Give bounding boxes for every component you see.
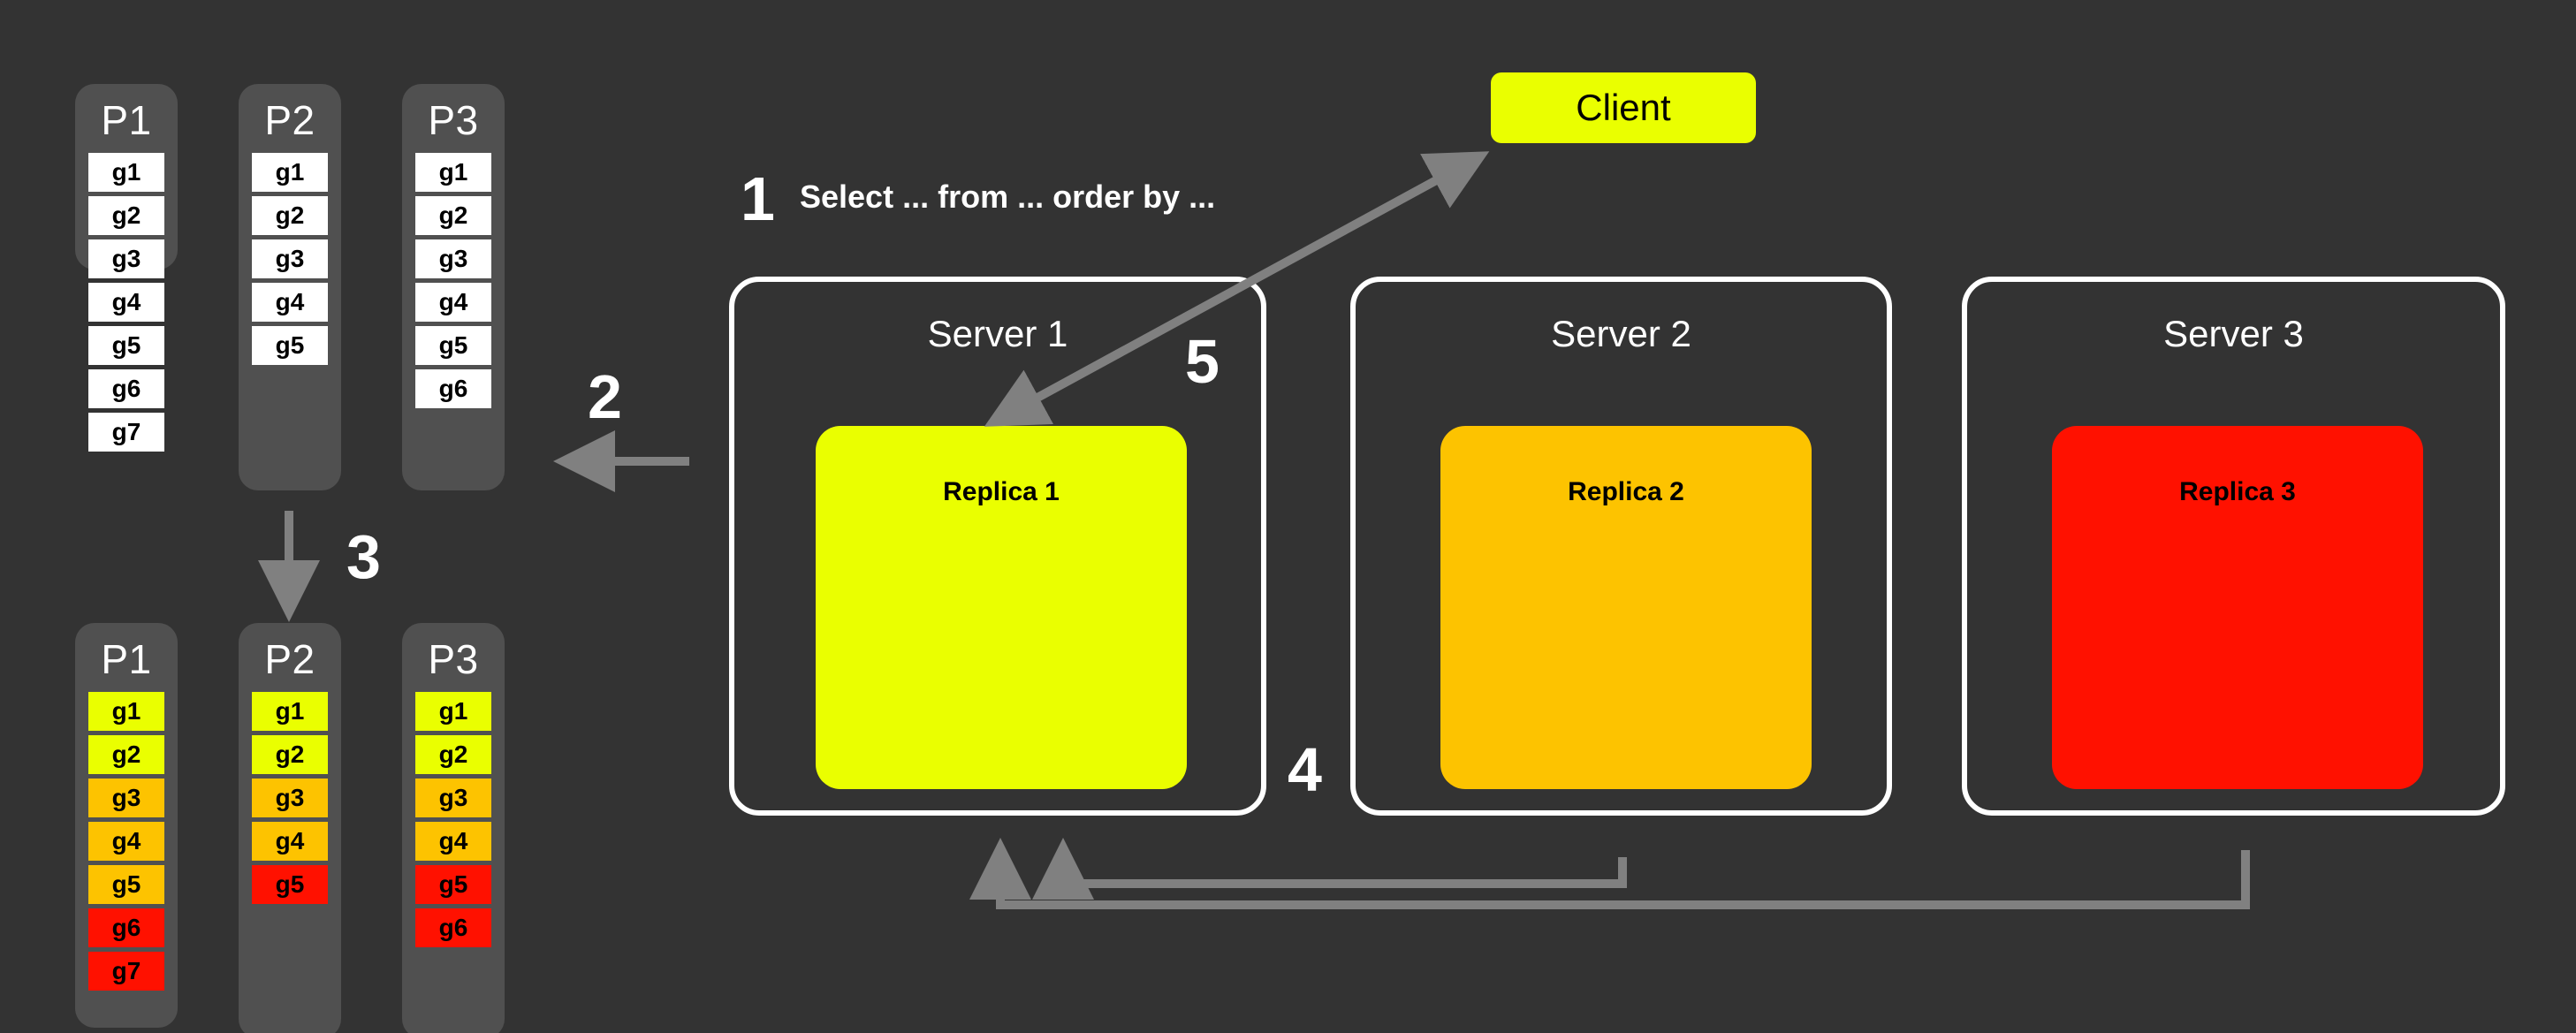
partition-cell: g5 [88, 865, 164, 904]
client-box[interactable]: Client [1491, 72, 1756, 143]
step-number-1: 1 [741, 164, 775, 233]
partition-cell: g7 [88, 413, 164, 452]
partition-cell: g6 [88, 908, 164, 947]
partition-title: P3 [428, 97, 479, 143]
replica-label: Replica 2 [1568, 477, 1684, 506]
server-box-3: Server 3 Replica 3 [1962, 277, 2505, 816]
partition-column-p2-after: P2 g1 g2 g3 g4 g5 [239, 623, 341, 1033]
replica-label: Replica 1 [943, 477, 1060, 506]
replica-label: Replica 3 [2179, 477, 2296, 506]
step-number-5: 5 [1185, 327, 1220, 396]
client-label: Client [1576, 87, 1671, 128]
partition-column-p3-after: P3 g1 g2 g3 g4 g5 g6 [402, 623, 505, 1033]
partition-cell: g5 [415, 865, 491, 904]
server-box-2: Server 2 Replica 2 [1350, 277, 1892, 816]
partition-cell: g5 [88, 326, 164, 365]
replica-box-3[interactable]: Replica 3 [2052, 426, 2423, 789]
replica-box-1[interactable]: Replica 1 [816, 426, 1187, 789]
partition-cells: g1 g2 g3 g4 g5 [239, 153, 341, 365]
partition-title: P2 [264, 636, 315, 682]
partition-cells: g1 g2 g3 g4 g5 [239, 692, 341, 904]
partition-column-p2-before: P2 g1 g2 g3 g4 g5 [239, 84, 341, 490]
partition-cell: g4 [88, 822, 164, 861]
step-number-3: 3 [346, 522, 381, 591]
partition-cell: g1 [252, 692, 328, 731]
partition-cells: g1 g2 g3 g4 g5 g6 [402, 692, 505, 947]
partition-title: P1 [101, 97, 152, 143]
partition-cell: g3 [252, 779, 328, 817]
arrow-step-4-outer [969, 837, 2250, 909]
partition-cell: g6 [415, 369, 491, 408]
server-title: Server 2 [1551, 313, 1691, 354]
partition-cell: g3 [415, 779, 491, 817]
partition-column-p1-before: P1 g1 g2 g3 g4 g5 g6 g7 [75, 84, 178, 452]
server-title: Server 3 [2163, 313, 2304, 354]
partition-title: P3 [428, 636, 479, 682]
partition-cell: g6 [88, 369, 164, 408]
partition-cell: g3 [88, 239, 164, 278]
step-number-2: 2 [588, 362, 622, 431]
partition-cell: g1 [415, 153, 491, 192]
partition-cell: g2 [252, 196, 328, 235]
partition-cell: g1 [88, 692, 164, 731]
partition-cell: g1 [415, 692, 491, 731]
partition-cell: g2 [415, 196, 491, 235]
replica-box-2[interactable]: Replica 2 [1440, 426, 1812, 789]
partition-cell: g1 [252, 153, 328, 192]
partition-cell: g5 [252, 865, 328, 904]
server-box-1: Server 1 Replica 1 [729, 277, 1266, 816]
partition-cell: g2 [88, 735, 164, 774]
partition-cell: g4 [415, 283, 491, 322]
server-title: Server 1 [927, 313, 1068, 354]
partition-cell: g3 [88, 779, 164, 817]
partition-title: P2 [264, 97, 315, 143]
partition-cell: g1 [88, 153, 164, 192]
partition-cells: g1 g2 g3 g4 g5 g6 g7 [75, 153, 178, 452]
partition-cell: g2 [88, 196, 164, 235]
partition-column-p1-after: P1 g1 g2 g3 g4 g5 g6 g7 [75, 623, 178, 1028]
partition-cell: g3 [415, 239, 491, 278]
partition-cells: g1 g2 g3 g4 g5 g6 g7 [75, 692, 178, 991]
arrow-step-4-inner [1032, 837, 1627, 900]
partition-cell: g5 [415, 326, 491, 365]
partition-cell: g7 [88, 952, 164, 991]
partition-cell: g2 [415, 735, 491, 774]
partition-cells: g1 g2 g3 g4 g5 g6 [402, 153, 505, 408]
step-number-4: 4 [1288, 735, 1322, 804]
partition-cell: g2 [252, 735, 328, 774]
partition-cell: g3 [252, 239, 328, 278]
partition-cell: g4 [88, 283, 164, 322]
partition-cell: g5 [252, 326, 328, 365]
partition-cell: g4 [415, 822, 491, 861]
query-label: Select ... from ... order by ... [800, 178, 1216, 215]
partition-cell: g6 [415, 908, 491, 947]
partition-title: P1 [101, 636, 152, 682]
partition-column-p3-before: P3 g1 g2 g3 g4 g5 g6 [402, 84, 505, 490]
partition-cell: g4 [252, 822, 328, 861]
partition-cell: g4 [252, 283, 328, 322]
